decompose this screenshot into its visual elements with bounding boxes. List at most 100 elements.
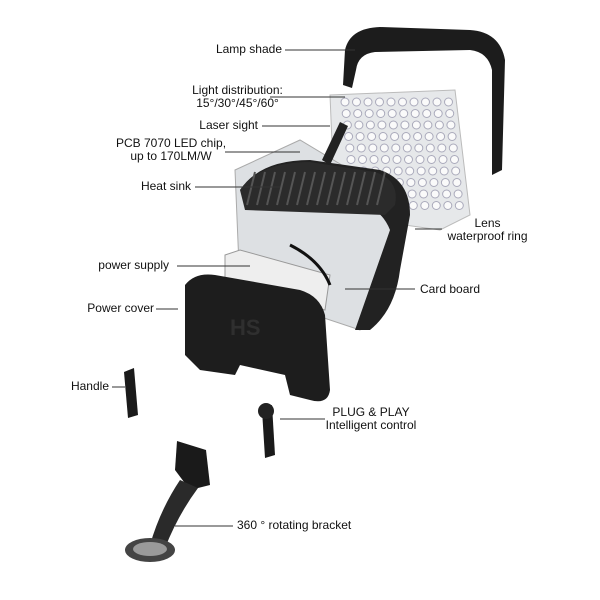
- led-lens-cell: [376, 109, 386, 118]
- plug-connector-part: [258, 403, 274, 419]
- led-lens-cell: [407, 189, 417, 199]
- led-lens-cell: [400, 120, 410, 130]
- led-lens-cell: [440, 178, 450, 187]
- led-lens-cell: [452, 178, 462, 187]
- led-lens-cell: [417, 178, 427, 187]
- led-lens-cell: [377, 120, 387, 130]
- led-lens-cell: [446, 120, 456, 130]
- led-lens-cell: [419, 189, 429, 199]
- led-lens-cell: [450, 155, 459, 164]
- led-lens-cell: [431, 201, 441, 210]
- handle-left-part: [124, 368, 138, 418]
- led-lens-cell: [375, 97, 384, 107]
- heat-sink-fin: [276, 171, 286, 206]
- led-lens-cell: [415, 155, 425, 164]
- led-lens-cell: [368, 143, 378, 153]
- heat-sink-fin: [376, 171, 386, 206]
- led-lens-cell: [442, 189, 452, 199]
- label-pcb-line1: PCB 7070 LED chip,: [115, 136, 227, 150]
- heat-sink-fin: [336, 171, 346, 206]
- led-lens-cell: [428, 166, 438, 176]
- led-lens-cell: [430, 189, 440, 199]
- led-lens-cell: [437, 143, 447, 153]
- label-laser-sight: Laser sight: [199, 118, 258, 132]
- led-lens-cell: [409, 97, 419, 107]
- heat-sink-part: [240, 160, 410, 330]
- heat-sink-fin: [286, 171, 296, 206]
- heat-sink-fin: [256, 171, 266, 206]
- led-lens-cell: [398, 97, 407, 107]
- led-lens-cell: [410, 109, 420, 118]
- led-lens-cell: [438, 155, 448, 164]
- led-lens-cell: [393, 166, 403, 176]
- label-power-cover: Power cover: [87, 301, 154, 315]
- led-lens-cell: [352, 97, 361, 107]
- leader-lines: [112, 49, 442, 527]
- led-lens-cell: [432, 97, 442, 107]
- label-power-supply: power supply: [98, 258, 169, 272]
- led-lens-cell: [416, 166, 426, 176]
- heat-sink-fin: [366, 171, 376, 206]
- label-lens-line2: waterproof ring: [447, 229, 528, 243]
- led-lens-cell: [402, 143, 412, 153]
- led-lens-cell: [434, 120, 444, 130]
- led-lens-cell: [444, 97, 453, 107]
- led-lens-cell: [436, 132, 446, 141]
- led-lens-cell: [401, 132, 411, 141]
- led-lens-cell: [354, 120, 364, 130]
- label-plug-play: PLUG & PLAY Intelligent control: [325, 406, 417, 432]
- label-light-distribution-line2: 15°/30°/45°/60°: [196, 96, 279, 110]
- led-lens-cell: [381, 155, 390, 164]
- led-lens-cell: [345, 143, 355, 153]
- heat-sink-fin: [346, 171, 356, 206]
- heat-sink-fin: [266, 171, 276, 206]
- led-lens-cell: [448, 143, 458, 153]
- label-lens-line1: Lens: [474, 216, 501, 230]
- label-plug-play-line2: Intelligent control: [325, 418, 417, 432]
- led-lens-cell: [346, 155, 356, 164]
- label-lens: Lens waterproof ring: [440, 217, 535, 243]
- led-lens-cell: [425, 143, 435, 153]
- led-lens-cell: [386, 97, 396, 107]
- led-lens-cell: [388, 120, 398, 130]
- led-lens-cell: [423, 120, 433, 130]
- cable: [289, 243, 332, 286]
- label-light-distribution: Light distribution: 15°/30°/45°/60°: [175, 84, 300, 110]
- bracket-part: [125, 441, 210, 562]
- label-pcb: PCB 7070 LED chip, up to 170LM/W: [115, 137, 227, 163]
- heat-sink-fin: [356, 171, 366, 206]
- led-lens-cell: [378, 132, 388, 141]
- led-lens-cell: [411, 120, 421, 130]
- label-light-distribution-line1: Light distribution:: [192, 83, 283, 97]
- led-lens-cell: [427, 155, 436, 164]
- led-lens-cell: [445, 109, 455, 118]
- led-lens-cell: [353, 109, 363, 118]
- led-lens-cell: [367, 132, 377, 141]
- led-lens-cell: [454, 201, 464, 210]
- led-lens-cell: [421, 97, 430, 107]
- led-lens-cell: [390, 132, 400, 141]
- heat-sink-fin: [306, 171, 316, 206]
- led-lens-cell: [420, 201, 430, 210]
- label-card-board: Card board: [420, 282, 481, 296]
- led-lens-cell: [341, 109, 351, 118]
- led-lens-cell: [413, 132, 423, 141]
- led-lens-cell: [392, 155, 402, 164]
- led-lens-cell: [429, 178, 439, 187]
- lamp-shade-part: [343, 27, 505, 175]
- led-lens-cell: [356, 143, 366, 153]
- power-cover-part: HS: [185, 274, 330, 402]
- heat-sink-fin: [246, 171, 256, 206]
- led-lens-cell: [369, 155, 379, 164]
- led-lens-cell: [399, 109, 409, 118]
- heat-sink-fin: [296, 171, 306, 206]
- led-lens-cell: [439, 166, 449, 176]
- led-lens-cell: [379, 143, 389, 153]
- laser-sight-part: [322, 122, 348, 165]
- heat-sink-fin: [316, 171, 326, 206]
- led-lens-cell: [451, 166, 461, 176]
- led-lens-cell: [340, 97, 350, 107]
- led-lens-cell: [414, 143, 424, 153]
